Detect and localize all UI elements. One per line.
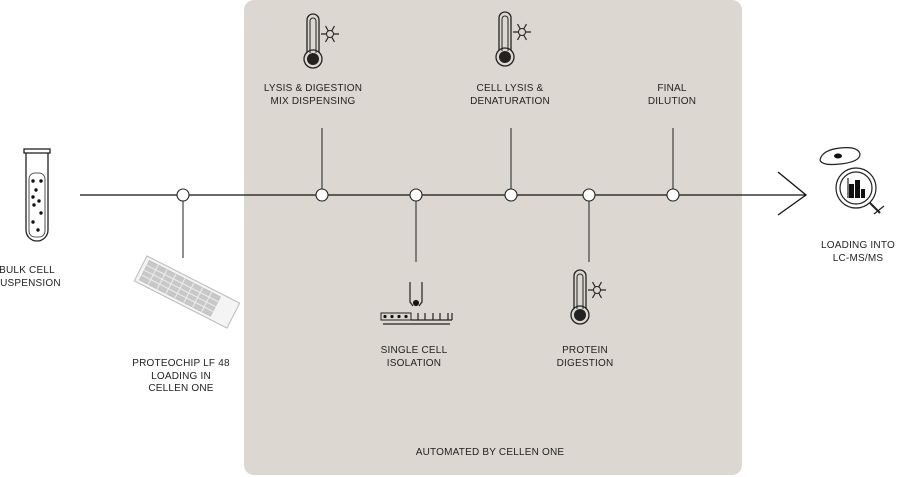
thermometer-snowflake-icon [495,11,532,67]
label-cell-lysis: CELL LYSIS &DENATURATION [470,83,550,107]
thermometer-snowflake-icon [303,13,340,69]
single-cell-dispenser-icon [380,282,453,325]
node-lysis-mix [315,188,329,202]
automated-region [244,0,742,475]
node-proteochip [176,188,190,202]
panel-label: AUTOMATED BY CELLEN ONE [415,447,565,458]
node-protein-digestion [582,188,596,202]
proteochip-icon [133,255,241,329]
node-single-cell [409,188,423,202]
test-tube-icon [23,148,51,242]
node-final-dilution [666,188,680,202]
lc-ms-magnifier-icon [819,147,885,215]
thermometer-snowflake-icon [570,269,607,325]
arrowhead [777,171,808,216]
label-bulk-cell: BULK CELLSUSPENSION [0,265,61,289]
node-cell-lysis [504,188,518,202]
